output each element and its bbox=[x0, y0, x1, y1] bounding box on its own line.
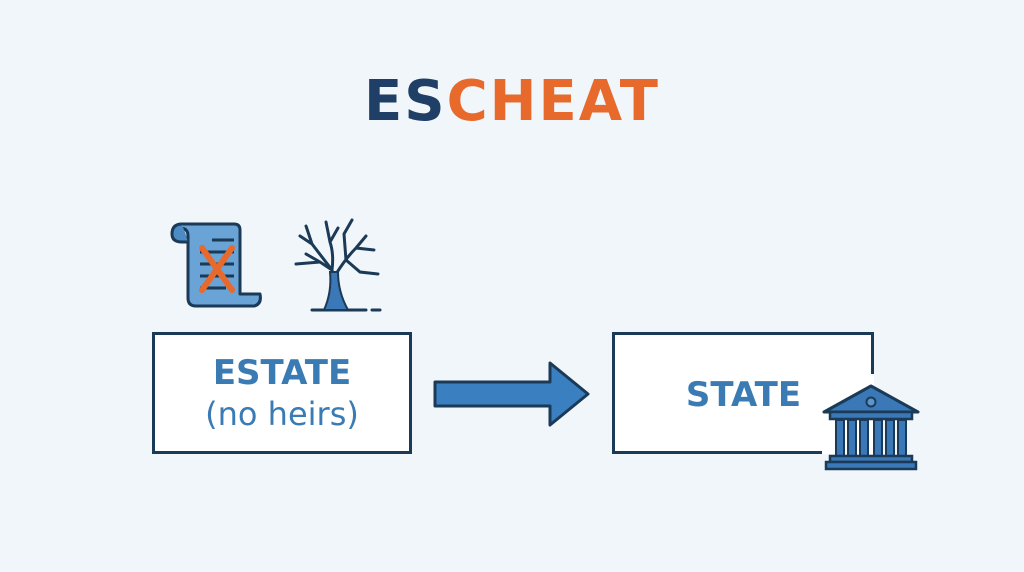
state-label: STATE bbox=[685, 374, 802, 415]
right-arrow-icon bbox=[433, 361, 590, 427]
page-title: ESCHEAT bbox=[0, 70, 1024, 134]
state-box: STATE bbox=[612, 332, 874, 454]
title-part-es: ES bbox=[363, 69, 447, 134]
title-part-cheat: CHEAT bbox=[446, 69, 660, 134]
estate-box: ESTATE (no heirs) bbox=[152, 332, 412, 454]
crossed-out-will-scroll-icon bbox=[170, 222, 262, 308]
government-building-icon bbox=[822, 384, 920, 471]
estate-sublabel: (no heirs) bbox=[205, 395, 359, 433]
estate-label: ESTATE bbox=[212, 353, 352, 393]
bare-tree-icon bbox=[294, 218, 382, 312]
